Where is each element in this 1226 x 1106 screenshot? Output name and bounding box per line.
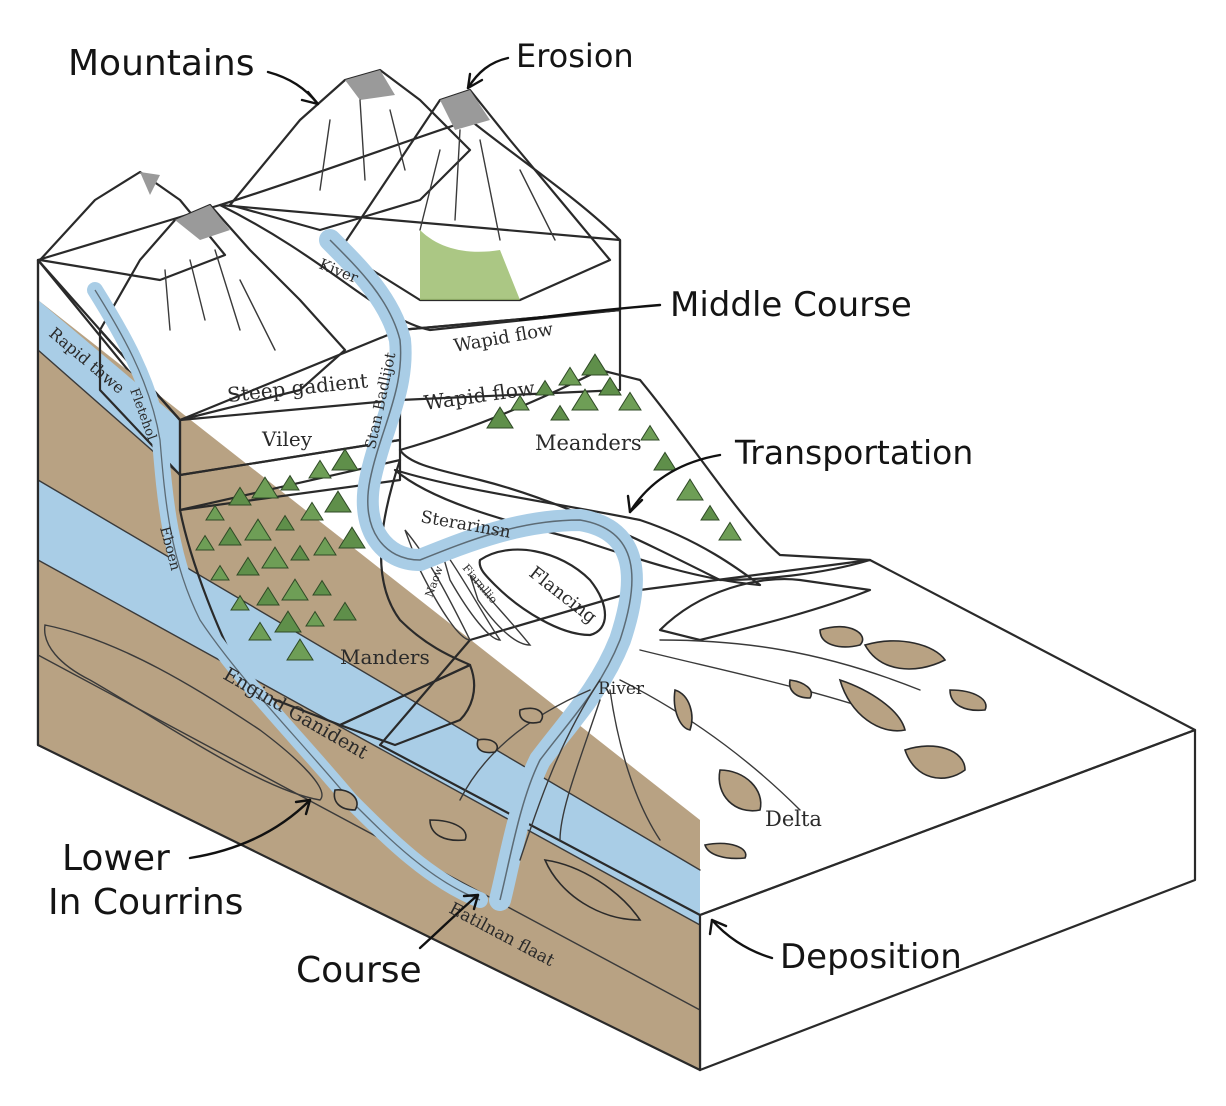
tree <box>331 448 359 471</box>
tree <box>618 391 642 411</box>
tree <box>338 526 366 549</box>
tree <box>218 526 242 546</box>
label-steep-gradient: Steep gadient <box>226 368 369 407</box>
tree <box>228 486 252 506</box>
label-deposition: Deposition <box>780 937 962 977</box>
leader-deposition <box>710 918 774 960</box>
tree <box>230 594 250 611</box>
tree <box>305 610 325 627</box>
tree <box>581 353 609 376</box>
tree <box>261 546 289 569</box>
callout-labels: Mountains Erosion Middle Course Transpor… <box>48 37 973 991</box>
tree <box>195 534 215 551</box>
tree <box>236 556 260 576</box>
block-front-face <box>698 728 1197 1072</box>
tree <box>312 579 332 596</box>
tree <box>333 601 357 621</box>
tree <box>280 474 300 491</box>
tree <box>248 621 272 641</box>
delta-islands <box>333 625 987 921</box>
label-lower-line2: In Courrins <box>48 882 243 923</box>
leader-mountains <box>266 70 320 106</box>
tree <box>290 544 310 561</box>
tree <box>274 610 302 633</box>
tree <box>486 406 514 429</box>
tree <box>251 476 279 499</box>
label-mountains: Mountains <box>68 43 254 84</box>
leader-lines <box>188 56 774 960</box>
label-course: Course <box>296 950 422 991</box>
tree <box>308 459 332 479</box>
leader-transportation <box>628 453 722 514</box>
tree <box>550 404 570 421</box>
leader-course <box>418 893 480 950</box>
tree <box>300 501 324 521</box>
tree <box>700 504 720 521</box>
label-transportation: Transportation <box>734 433 973 472</box>
tree <box>205 504 225 521</box>
label-erosion: Erosion <box>516 37 634 75</box>
label-river: River <box>598 679 645 699</box>
river-channels <box>87 229 921 911</box>
leader-middle-course <box>518 303 662 322</box>
tree <box>281 578 309 601</box>
mountain-back <box>228 68 472 232</box>
leader-lower <box>188 798 312 860</box>
tree <box>275 514 295 531</box>
tree <box>286 638 314 661</box>
label-meanders-left: Manders <box>340 645 430 669</box>
tree <box>313 536 337 556</box>
tree <box>718 521 742 541</box>
tree <box>324 490 352 513</box>
tree <box>535 379 555 396</box>
tree <box>653 451 677 471</box>
mountain-left <box>38 170 227 282</box>
forest <box>195 353 742 661</box>
tree <box>676 478 704 501</box>
label-meanders-right: Meanders <box>535 431 642 455</box>
mountain-front <box>98 203 347 422</box>
tree <box>510 394 530 411</box>
tree <box>558 366 582 386</box>
mountain-range <box>38 68 612 422</box>
tree <box>598 376 622 396</box>
label-delta: Delta <box>765 807 822 831</box>
tree <box>256 586 280 606</box>
label-middle-course: Middle Course <box>670 285 912 325</box>
tree <box>244 518 272 541</box>
leader-erosion <box>466 56 510 90</box>
label-lower-line1: Lower <box>62 838 170 879</box>
tree <box>210 564 230 581</box>
tree <box>571 388 599 411</box>
label-valley: Viley <box>261 427 313 451</box>
tree <box>640 424 660 441</box>
